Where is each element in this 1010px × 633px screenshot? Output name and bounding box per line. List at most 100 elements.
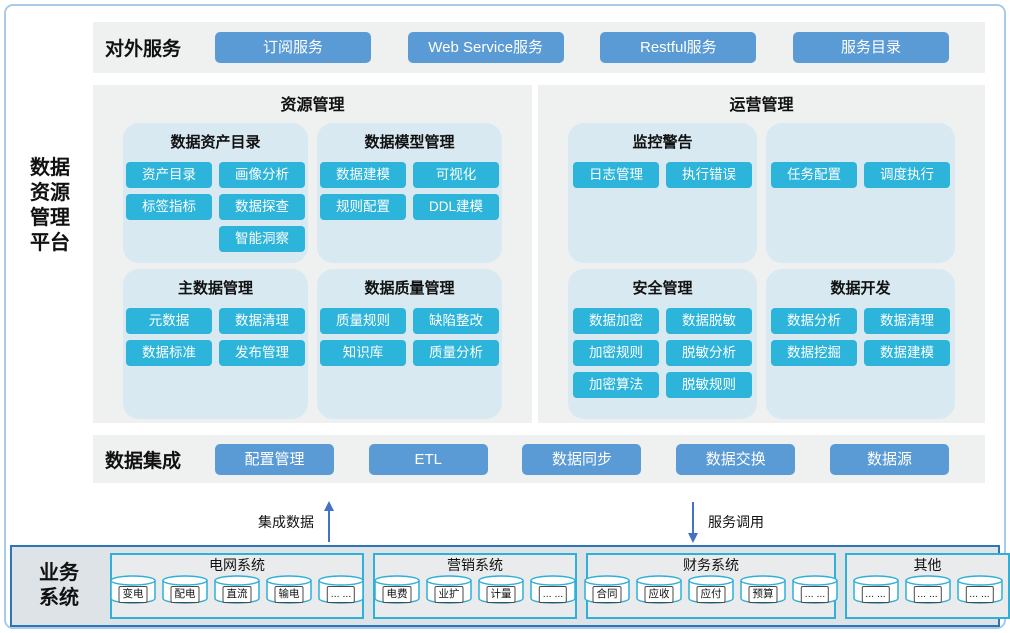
feature-button[interactable]: 标签指标 bbox=[126, 194, 212, 220]
business-systems-title-line: 系统 bbox=[39, 587, 79, 609]
feature-button[interactable]: 资产目录 bbox=[126, 162, 212, 188]
system-power-grid: 电网系统 变电 配电 直流 输电 bbox=[110, 553, 364, 619]
feature-button[interactable]: 画像分析 bbox=[219, 162, 305, 188]
subscribe-service-button[interactable]: 订阅服务 bbox=[215, 32, 372, 63]
business-systems-band: 业务 系统 电网系统 变电 配电 直流 bbox=[10, 545, 1010, 627]
feature-button[interactable]: 脱敏规则 bbox=[666, 372, 752, 398]
feature-button[interactable]: 缺陷整改 bbox=[413, 308, 499, 334]
restful-service-button[interactable]: Restful服务 bbox=[600, 32, 757, 63]
feature-button[interactable]: 任务配置 bbox=[771, 162, 857, 188]
database-cylinder-icon: ... ... bbox=[852, 575, 899, 607]
group-title bbox=[766, 131, 955, 155]
database-cylinder-icon: 直流 bbox=[214, 575, 260, 607]
data-integration-label: 数据集成 bbox=[105, 450, 182, 472]
feature-button[interactable]: 数据建模 bbox=[320, 162, 406, 188]
group-monitoring-alerts-right: 任务配置 调度执行 bbox=[766, 123, 955, 263]
external-services-label: 对外服务 bbox=[105, 39, 182, 60]
database-label: 业扩 bbox=[434, 586, 464, 603]
database-cylinder-icon: 业扩 bbox=[426, 575, 472, 607]
database-label: 电费 bbox=[382, 586, 412, 603]
feature-button[interactable]: 元数据 bbox=[126, 308, 212, 334]
feature-button[interactable]: 数据挖掘 bbox=[771, 340, 857, 366]
feature-button[interactable]: 质量分析 bbox=[413, 340, 499, 366]
feature-button[interactable]: 调度执行 bbox=[864, 162, 950, 188]
data-integration-bar: 数据集成 配置管理 ETL 数据同步 数据交换 数据源 bbox=[93, 435, 985, 483]
feature-button[interactable]: 质量规则 bbox=[320, 308, 406, 334]
config-management-button[interactable]: 配置管理 bbox=[215, 443, 335, 475]
feature-button[interactable]: 发布管理 bbox=[219, 340, 305, 366]
database-label: ... ... bbox=[326, 586, 356, 603]
etl-button[interactable]: ETL bbox=[368, 443, 488, 475]
feature-button[interactable]: 数据加密 bbox=[573, 308, 659, 334]
group-monitoring-alerts: 监控警告 日志管理 执行错误 bbox=[568, 123, 757, 263]
database-label: 合同 bbox=[592, 586, 622, 603]
external-services-bar: 对外服务 订阅服务 Web Service服务 Restful服务 服务目录 bbox=[93, 22, 985, 73]
operation-management-grid: 监控警告 日志管理 执行错误 任务配置 调度执行 bbox=[568, 123, 955, 419]
data-source-button[interactable]: 数据源 bbox=[829, 443, 949, 475]
feature-button[interactable]: DDL建模 bbox=[413, 194, 499, 220]
feature-button[interactable]: 数据建模 bbox=[864, 340, 950, 366]
database-label: 变电 bbox=[118, 586, 148, 603]
group-data-model-management: 数据模型管理 数据建模 可视化 规则配置 DDL建模 bbox=[317, 123, 502, 263]
database-label: ... ... bbox=[538, 586, 568, 603]
data-sync-button[interactable]: 数据同步 bbox=[522, 443, 642, 475]
service-call-flow: 服务调用 bbox=[686, 499, 764, 545]
group-title: 数据模型管理 bbox=[364, 134, 455, 151]
system-other: 其他 ... ... ... ... ... ... bbox=[845, 553, 1010, 619]
database-label: ... ... bbox=[965, 586, 994, 603]
database-cylinder-icon: 配电 bbox=[162, 575, 208, 607]
system-marketing: 营销系统 电费 业扩 计量 ... ... bbox=[373, 553, 577, 619]
feature-button[interactable]: 加密算法 bbox=[573, 372, 659, 398]
system-finance: 财务系统 合同 应收 应付 预算 bbox=[584, 553, 838, 619]
system-title: 营销系统 bbox=[447, 557, 503, 573]
data-exchange-button[interactable]: 数据交换 bbox=[676, 443, 796, 475]
database-cylinder-icon: 变电 bbox=[110, 575, 156, 607]
database-label: 配电 bbox=[170, 586, 200, 603]
external-services-buttons: 订阅服务 Web Service服务 Restful服务 服务目录 bbox=[215, 32, 949, 63]
database-cylinder-icon: 计量 bbox=[478, 575, 524, 607]
feature-button[interactable]: 执行错误 bbox=[666, 162, 752, 188]
feature-button[interactable]: 数据清理 bbox=[219, 308, 305, 334]
feature-button[interactable]: 数据清理 bbox=[864, 308, 950, 334]
resource-management-grid: 数据资产目录 资产目录 画像分析 标签指标 数据探查 智能洞察 bbox=[123, 123, 502, 419]
database-cylinder-icon: 应收 bbox=[636, 575, 682, 607]
web-service-button[interactable]: Web Service服务 bbox=[407, 32, 564, 63]
group-data-development: 数据开发 数据分析 数据清理 数据挖掘 数据建模 bbox=[766, 269, 955, 419]
feature-button[interactable]: 日志管理 bbox=[573, 162, 659, 188]
feature-button[interactable]: 数据分析 bbox=[771, 308, 857, 334]
system-title: 其他 bbox=[913, 557, 942, 573]
platform-title: 数据 资源 管理 平台 bbox=[20, 156, 80, 256]
database-label: 直流 bbox=[222, 586, 252, 603]
service-catalog-button[interactable]: 服务目录 bbox=[792, 32, 949, 63]
resource-management-panel: 资源管理 数据资产目录 资产目录 画像分析 标签指标 数据探查 智能洞察 bbox=[93, 85, 532, 423]
group-data-asset-catalog: 数据资产目录 资产目录 画像分析 标签指标 数据探查 智能洞察 bbox=[123, 123, 308, 263]
feature-button[interactable]: 脱敏分析 bbox=[666, 340, 752, 366]
database-cylinder-icon: ... ... bbox=[792, 575, 838, 607]
system-title: 财务系统 bbox=[683, 557, 739, 573]
group-data-quality-management: 数据质量管理 质量规则 缺陷整改 知识库 质量分析 bbox=[317, 269, 502, 419]
feature-button[interactable]: 智能洞察 bbox=[219, 226, 305, 252]
database-label: 输电 bbox=[274, 586, 304, 603]
system-title: 电网系统 bbox=[209, 557, 265, 573]
feature-button[interactable]: 数据标准 bbox=[126, 340, 212, 366]
feature-button[interactable]: 知识库 bbox=[320, 340, 406, 366]
database-label: 应收 bbox=[644, 586, 674, 603]
feature-button[interactable]: 数据探查 bbox=[219, 194, 305, 220]
group-master-data-management: 主数据管理 元数据 数据清理 数据标准 发布管理 bbox=[123, 269, 308, 419]
database-cylinder-icon: 输电 bbox=[266, 575, 312, 607]
database-label: 预算 bbox=[748, 586, 778, 603]
database-label: 应付 bbox=[696, 586, 726, 603]
service-call-flow-label: 服务调用 bbox=[708, 514, 764, 530]
operation-management-panel: 运营管理 监控警告 日志管理 执行错误 任务配置 调度执行 bbox=[538, 85, 985, 423]
group-title: 主数据管理 bbox=[177, 280, 253, 297]
database-cylinder-icon: 合同 bbox=[584, 575, 630, 607]
feature-button[interactable]: 规则配置 bbox=[320, 194, 406, 220]
business-systems-title: 业务 系统 bbox=[17, 561, 101, 611]
integration-data-flow-label: 集成数据 bbox=[258, 514, 314, 530]
database-cylinder-icon: 预算 bbox=[740, 575, 786, 607]
feature-button[interactable]: 数据脱敏 bbox=[666, 308, 752, 334]
database-cylinder-icon: ... ... bbox=[318, 575, 364, 607]
feature-button[interactable]: 加密规则 bbox=[573, 340, 659, 366]
feature-button[interactable]: 可视化 bbox=[413, 162, 499, 188]
operation-management-title: 运营管理 bbox=[729, 97, 794, 114]
